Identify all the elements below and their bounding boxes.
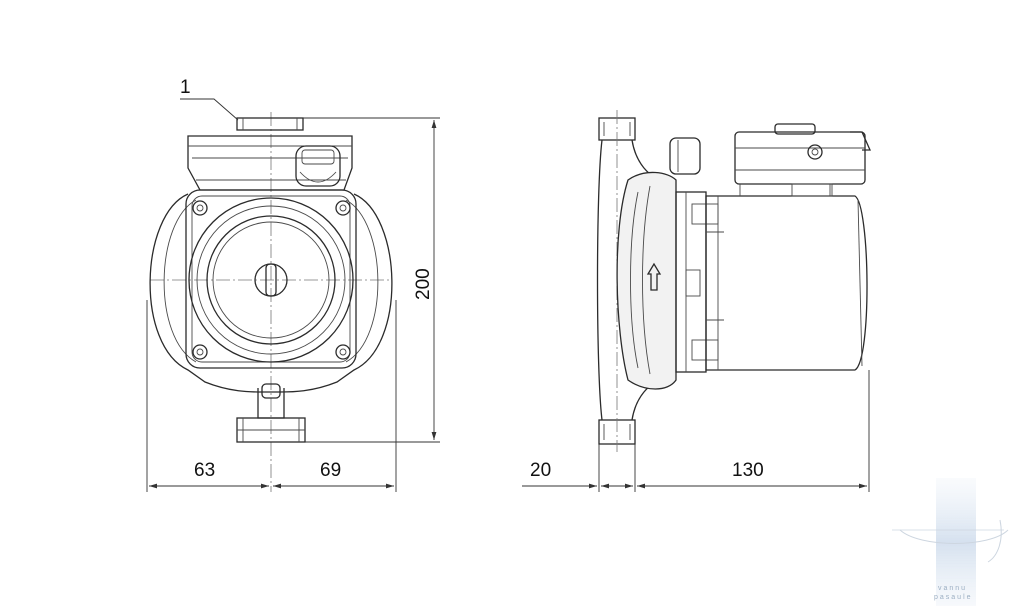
vent-screw-icon (254, 263, 288, 297)
height-dimension-label: 200 (413, 268, 434, 300)
watermark-line1: vannu (938, 585, 967, 592)
side-flange-width-label: 20 (530, 460, 551, 481)
front-left-width-label: 63 (194, 460, 215, 481)
bolt-icon (192, 200, 351, 360)
side-body-width-label: 130 (732, 460, 764, 481)
front-right-width-label: 69 (320, 460, 341, 481)
flow-direction-arrow-icon (646, 262, 662, 291)
callout-label: 1 (180, 77, 191, 98)
side-view: 20 130 (522, 110, 872, 492)
watermark-line2: pasaule (934, 594, 973, 601)
watermark-logo: vannu pasaule (892, 478, 1009, 606)
screw-icon (807, 144, 823, 160)
front-view: 1 200 63 69 (146, 77, 440, 492)
